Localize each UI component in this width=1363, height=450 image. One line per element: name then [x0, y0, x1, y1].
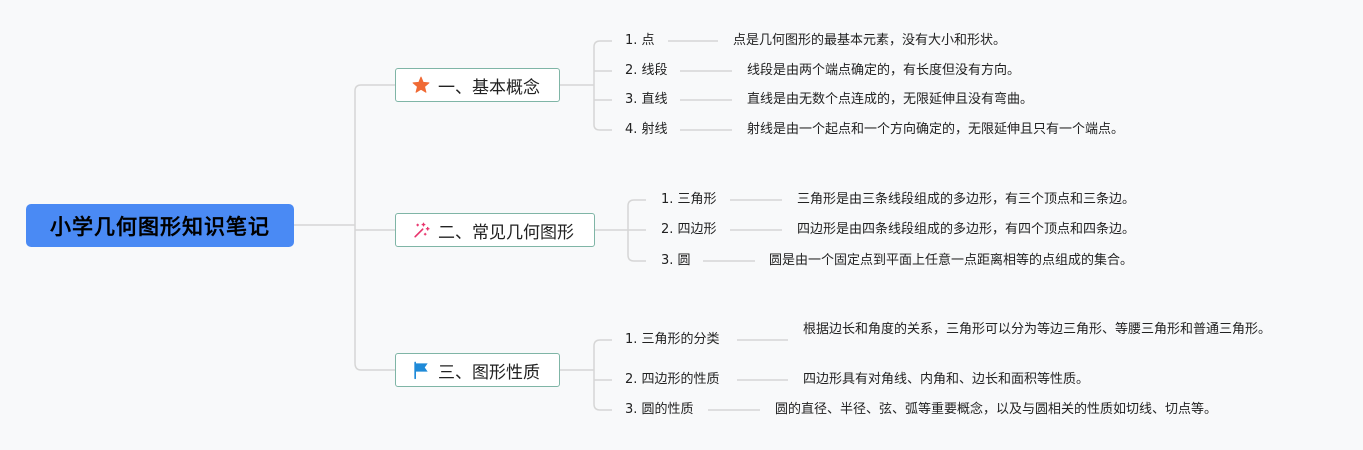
branch-shape-properties[interactable]: 三、图形性质 — [395, 353, 560, 387]
root-title: 小学几何图形知识笔记 — [50, 214, 270, 239]
leaf-ray[interactable]: 4. 射线 — [625, 122, 668, 137]
desc-triangle: 三角形是由三条线段组成的多边形，有三个顶点和三条边。 — [797, 192, 1136, 207]
leaf-circle-properties[interactable]: 3. 圆的性质 — [625, 402, 694, 417]
leaf-quadrilateral-properties[interactable]: 2. 四边形的性质 — [625, 372, 720, 387]
leaf-line[interactable]: 3. 直线 — [625, 92, 668, 107]
magic-wand-icon — [410, 219, 432, 241]
connector-branch-3 — [560, 339, 612, 411]
desc-segment: 线段是由两个端点确定的，有长度但没有方向。 — [747, 63, 1021, 78]
leaf-point[interactable]: 1. 点 — [625, 33, 655, 48]
desc-point: 点是几何图形的最基本元素，没有大小和形状。 — [733, 33, 1007, 48]
leaf-triangle-classification[interactable]: 1. 三角形的分类 — [625, 332, 720, 347]
branch-basic-concepts[interactable]: 一、基本概念 — [395, 68, 560, 102]
branch-common-shapes[interactable]: 二、常见几何图形 — [395, 213, 595, 247]
connector-branch-1 — [560, 40, 612, 131]
desc-line: 直线是由无数个点连成的，无限延伸且没有弯曲。 — [747, 92, 1034, 107]
leaf-circle[interactable]: 3. 圆 — [661, 253, 691, 268]
connector-spine — [354, 84, 395, 371]
branch-title: 二、常见几何图形 — [438, 222, 574, 243]
branch-title: 三、图形性质 — [438, 362, 540, 383]
desc-circle: 圆是由一个固定点到平面上任意一点距离相等的点组成的集合。 — [769, 253, 1134, 268]
connector-branch-2 — [595, 199, 646, 262]
root-node[interactable]: 小学几何图形知识笔记 — [26, 204, 294, 247]
flag-icon — [410, 359, 432, 381]
star-icon — [410, 74, 432, 96]
leaf-quadrilateral[interactable]: 2. 四边形 — [661, 222, 717, 237]
desc-circle-properties: 圆的直径、半径、弦、弧等重要概念，以及与圆相关的性质如切线、切点等。 — [775, 402, 1218, 417]
desc-quadrilateral: 四边形是由四条线段组成的多边形，有四个顶点和四条边。 — [797, 222, 1136, 237]
desc-ray: 射线是由一个起点和一个方向确定的，无限延伸且只有一个端点。 — [747, 122, 1125, 137]
desc-triangle-classification: 根据边长和角度的关系，三角形可以分为等边三角形、等腰三角形和普通三角形。 — [803, 322, 1272, 337]
branch-title: 一、基本概念 — [438, 77, 540, 98]
leaf-triangle[interactable]: 1. 三角形 — [661, 192, 717, 207]
desc-quadrilateral-properties: 四边形具有对角线、内角和、边长和面积等性质。 — [803, 372, 1090, 387]
leaf-segment[interactable]: 2. 线段 — [625, 63, 668, 78]
